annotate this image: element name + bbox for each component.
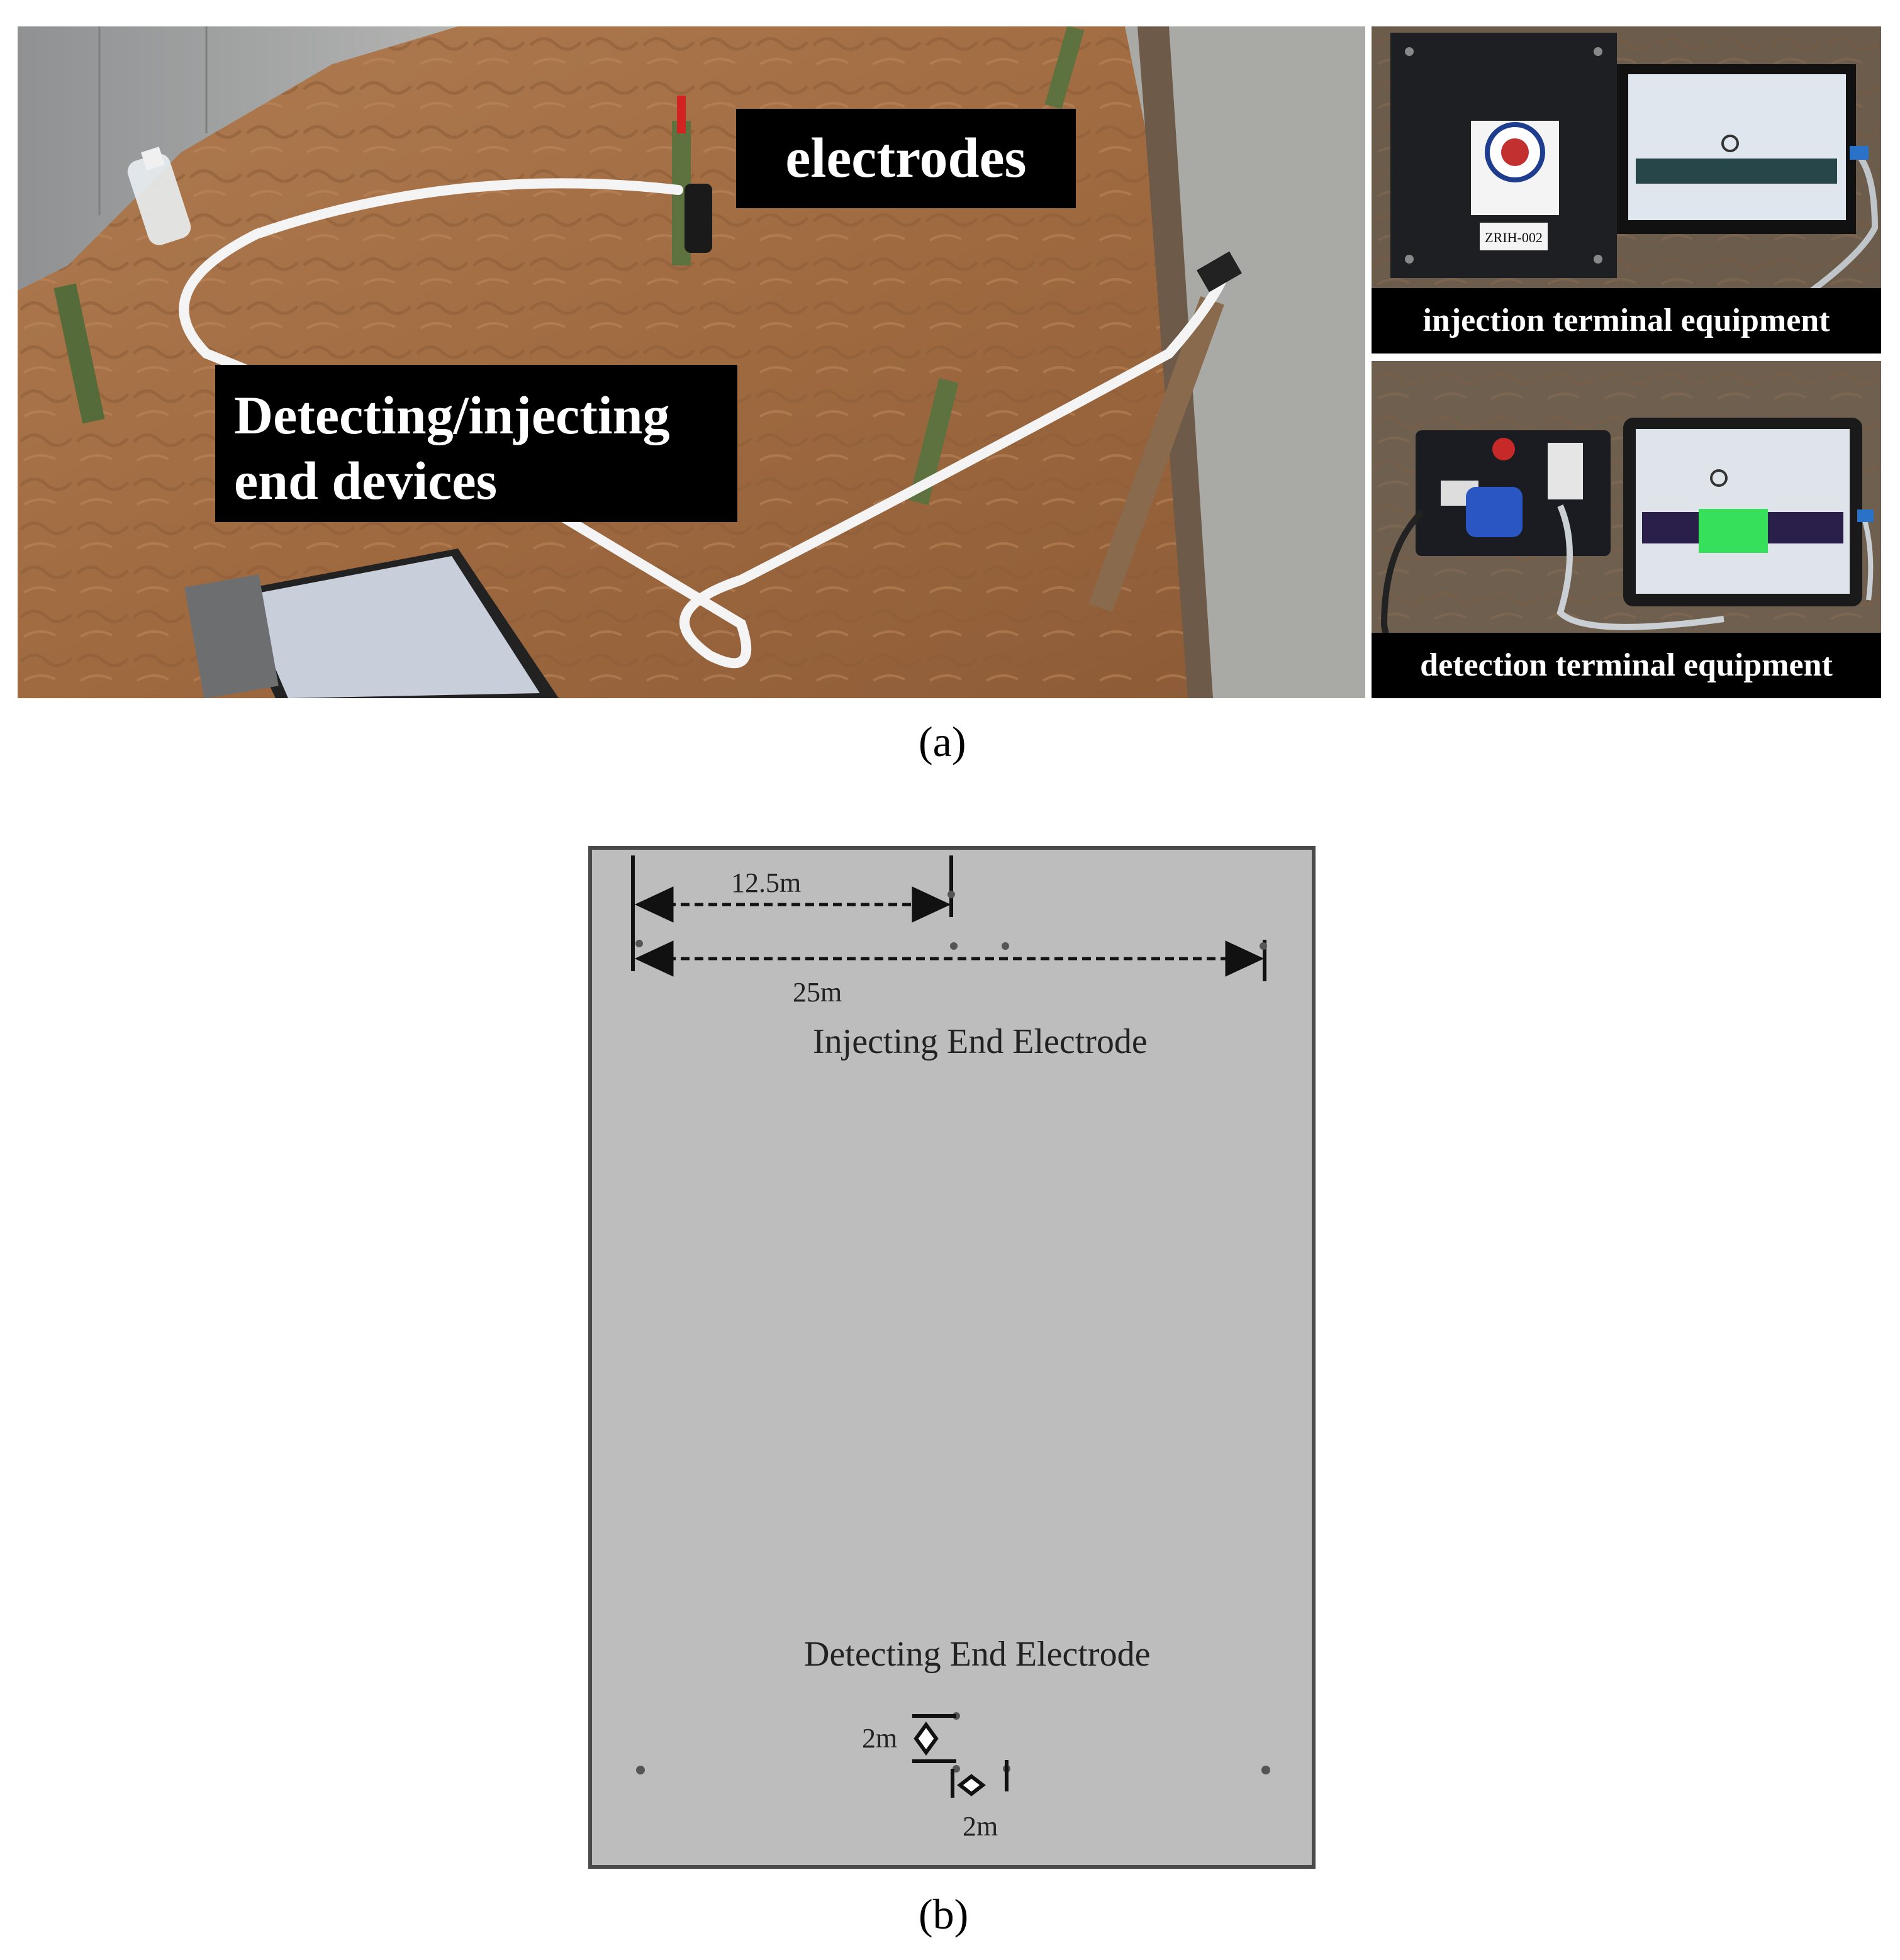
devices-label-line-1: Detecting/injecting [234,385,670,445]
site-photo-drawing [18,26,1365,698]
devices-label-line-2: end devices [234,450,498,511]
injecting-end-electrode-label: Injecting End Electrode [813,1022,1148,1061]
injection-terminal-label: injection terminal equipment [1372,288,1881,354]
electrode-layout-diagram: 12.5m 25m Injecting End Electrode Detect… [579,842,1321,1873]
diagram-drawing [588,846,1316,1869]
detecting-end-electrode-label: Detecting End Electrode [804,1635,1151,1674]
dimension-25m: 25m [793,977,842,1008]
caption-b: (b) [919,1890,969,1938]
detecting-dimension-marks [912,1714,1009,1798]
injecting-dimension-lines [631,855,1266,981]
dimension-2m-bottom: 2m [963,1811,998,1842]
device-tag: ZRIH-002 [1485,230,1543,245]
detection-terminal-label: detection terminal equipment [1372,633,1881,698]
devices-label: Detecting/injecting end devices [215,365,737,522]
main-site-photo: electrodes Detecting/injecting end devic… [18,26,1365,698]
caption-a: (a) [919,718,966,766]
detection-terminal-photo: detection terminal equipment [1372,361,1881,698]
electrodes-label: electrodes [736,109,1076,208]
injection-terminal-photo: ZRIH-002 injection terminal equipment [1372,26,1881,354]
dimension-12-5m: 12.5m [731,867,802,898]
dimension-2m-left: 2m [862,1723,898,1754]
